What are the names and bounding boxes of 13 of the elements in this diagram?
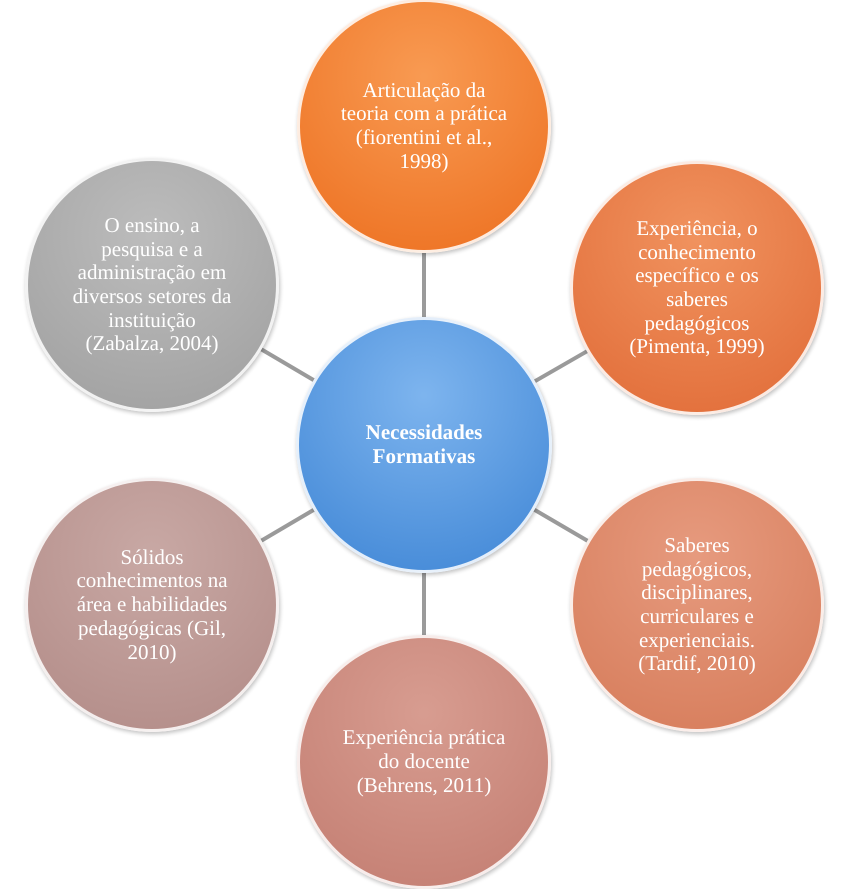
connector-line: [422, 573, 426, 635]
connector-line: [422, 253, 426, 317]
connector-line: [260, 348, 315, 382]
circle-text: Articulação da teoria com a prática (fiorentini et al., 1998): [340, 78, 508, 174]
circle-text: Saberes pedagógicos, disciplinares, curriculares e experienciais. (Tardif, 2010): [637, 534, 757, 676]
circle-text: Sólidos conhecimentos na área e habilidades pedagógicas (Gil, 2010): [75, 546, 229, 664]
circle-text: Experiência prática do docente (Behrens, 2011): [342, 726, 506, 798]
circle-text: Experiência, o conhecimento específico e os saberes pedagógicos (Pimenta, 1999): [628, 216, 766, 360]
connector-line: [534, 350, 588, 383]
connector-line: [533, 508, 588, 542]
circle-text: O ensino, a pesquisa e a administração em diversos setores da instituição (Zabalza, 2004): [72, 214, 232, 356]
connector-line: [260, 508, 315, 542]
circle-text: Necessidades Formativas: [364, 421, 484, 469]
